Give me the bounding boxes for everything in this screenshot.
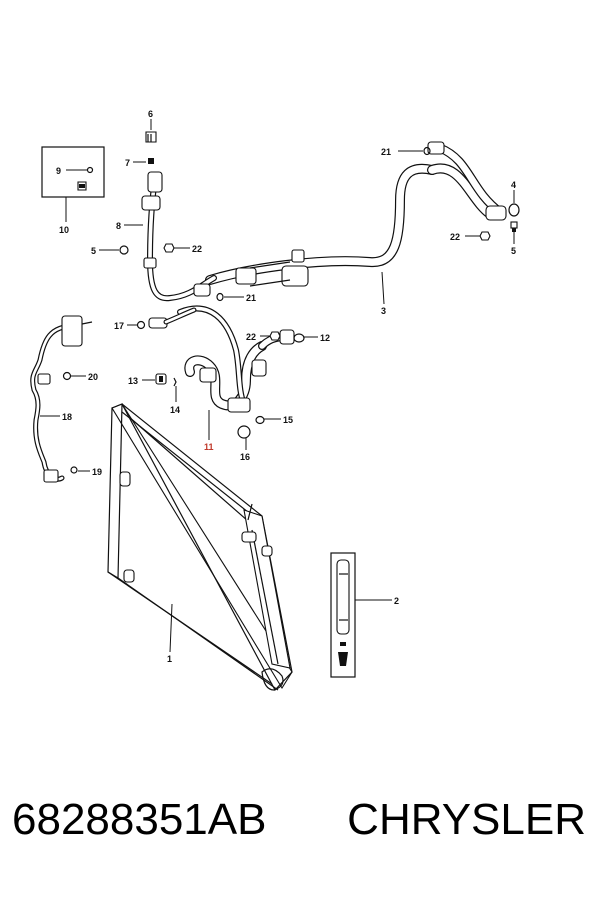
callout-16: 16 bbox=[240, 452, 250, 462]
callout-15: 15 bbox=[283, 415, 293, 425]
o-ring-19 bbox=[70, 466, 78, 474]
callout-4: 4 bbox=[511, 180, 516, 190]
o-ring-4 bbox=[508, 203, 520, 217]
liquid-line bbox=[141, 171, 217, 302]
callout-20: 20 bbox=[88, 372, 98, 382]
o-ring-15 bbox=[255, 415, 265, 425]
suction-hose bbox=[177, 305, 295, 413]
callout-17: 17 bbox=[114, 321, 124, 331]
valve-5-left bbox=[119, 245, 129, 255]
callout-2: 2 bbox=[394, 596, 399, 606]
nut-22-left bbox=[163, 243, 175, 253]
fitting-13 bbox=[155, 373, 167, 385]
callout-11: 11 bbox=[204, 442, 214, 452]
callout-19: 19 bbox=[92, 467, 102, 477]
ac-system-diagram: 1 2 3 4 5 5 bbox=[30, 109, 520, 692]
o-ring-21-top bbox=[423, 146, 431, 156]
o-ring-16 bbox=[237, 425, 251, 439]
callout-10: 10 bbox=[59, 225, 69, 235]
callout-1: 1 bbox=[167, 654, 172, 664]
callout-5a: 5 bbox=[91, 246, 96, 256]
callout-12: 12 bbox=[320, 333, 330, 343]
callout-22b: 22 bbox=[246, 332, 256, 342]
pressure-switch-inset bbox=[41, 146, 105, 198]
footer: 68288351AB CHRYSLER bbox=[0, 795, 600, 875]
callout-13: 13 bbox=[128, 376, 138, 386]
callout-5b: 5 bbox=[511, 246, 516, 256]
o-ring-12 bbox=[293, 333, 305, 343]
clip-14 bbox=[173, 377, 177, 387]
nut-22-right bbox=[479, 231, 491, 241]
brand-name: CHRYSLER bbox=[347, 795, 586, 844]
cap-6 bbox=[145, 131, 157, 143]
callout-9: 9 bbox=[56, 166, 61, 176]
valve-core-7 bbox=[148, 158, 154, 164]
callout-18: 18 bbox=[62, 412, 72, 422]
o-ring-21-mid bbox=[216, 292, 224, 302]
callout-21a: 21 bbox=[381, 147, 391, 157]
valve-5-right bbox=[510, 221, 518, 232]
callout-3: 3 bbox=[381, 306, 386, 316]
condenser bbox=[107, 403, 293, 692]
desiccant-kit bbox=[330, 552, 356, 678]
nut-22-mid bbox=[269, 331, 281, 341]
o-ring-20 bbox=[62, 371, 72, 381]
callout-6: 6 bbox=[148, 109, 153, 119]
callout-22a: 22 bbox=[192, 244, 202, 254]
callout-22c: 22 bbox=[450, 232, 460, 242]
part-number: 68288351AB bbox=[12, 795, 267, 844]
discharge-line bbox=[205, 141, 507, 287]
liquid-pipe-18 bbox=[30, 315, 93, 483]
callout-21b: 21 bbox=[246, 293, 256, 303]
callout-7: 7 bbox=[125, 158, 130, 168]
callout-14: 14 bbox=[170, 405, 180, 415]
callout-8: 8 bbox=[116, 221, 121, 231]
o-ring-17 bbox=[136, 317, 168, 330]
